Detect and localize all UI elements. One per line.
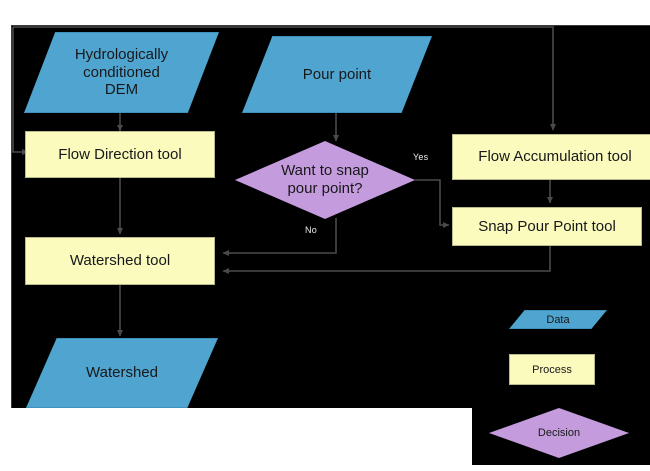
node-flow-accumulation-tool[interactable]: Flow Accumulation tool bbox=[452, 134, 650, 180]
node-watershed-tool[interactable]: Watershed tool bbox=[25, 237, 215, 285]
legend-item-data: Data bbox=[509, 310, 607, 329]
node-hydrologically-conditioned-dem[interactable]: Hydrologically conditioned DEM bbox=[24, 32, 219, 113]
legend-label: Process bbox=[532, 363, 572, 376]
edge-label-no: No bbox=[305, 225, 317, 235]
node-label: Watershed tool bbox=[69, 252, 171, 270]
node-flow-direction-tool[interactable]: Flow Direction tool bbox=[25, 131, 215, 178]
node-label: Snap Pour Point tool bbox=[478, 217, 616, 235]
node-label: Want to snap pour point? bbox=[281, 162, 369, 197]
connector-decision-no-to-watershedtool bbox=[222, 218, 337, 256]
node-label: Watershed bbox=[86, 364, 158, 382]
node-label: Pour point bbox=[302, 65, 372, 83]
connector-dem-to-flowaccumulation bbox=[13, 26, 556, 131]
connector-decision-yes-to-snappourpoint bbox=[415, 179, 450, 228]
node-watershed-output[interactable]: Watershed bbox=[26, 338, 218, 408]
connector-top-rail-to-flowdirection bbox=[12, 27, 29, 155]
edge-label-yes: Yes bbox=[413, 152, 429, 162]
connector-snappourpoint-to-watershedtool bbox=[222, 246, 551, 274]
legend-label: Data bbox=[546, 313, 570, 326]
node-label: Hydrologically conditioned DEM bbox=[74, 45, 169, 99]
node-label: Flow Accumulation tool bbox=[478, 148, 632, 166]
node-snap-pour-point-tool[interactable]: Snap Pour Point tool bbox=[452, 207, 642, 246]
node-pour-point[interactable]: Pour point bbox=[242, 36, 432, 113]
node-label: Flow Direction tool bbox=[58, 145, 182, 163]
legend-label: Decision bbox=[537, 427, 581, 439]
legend-item-process: Process bbox=[509, 354, 595, 385]
